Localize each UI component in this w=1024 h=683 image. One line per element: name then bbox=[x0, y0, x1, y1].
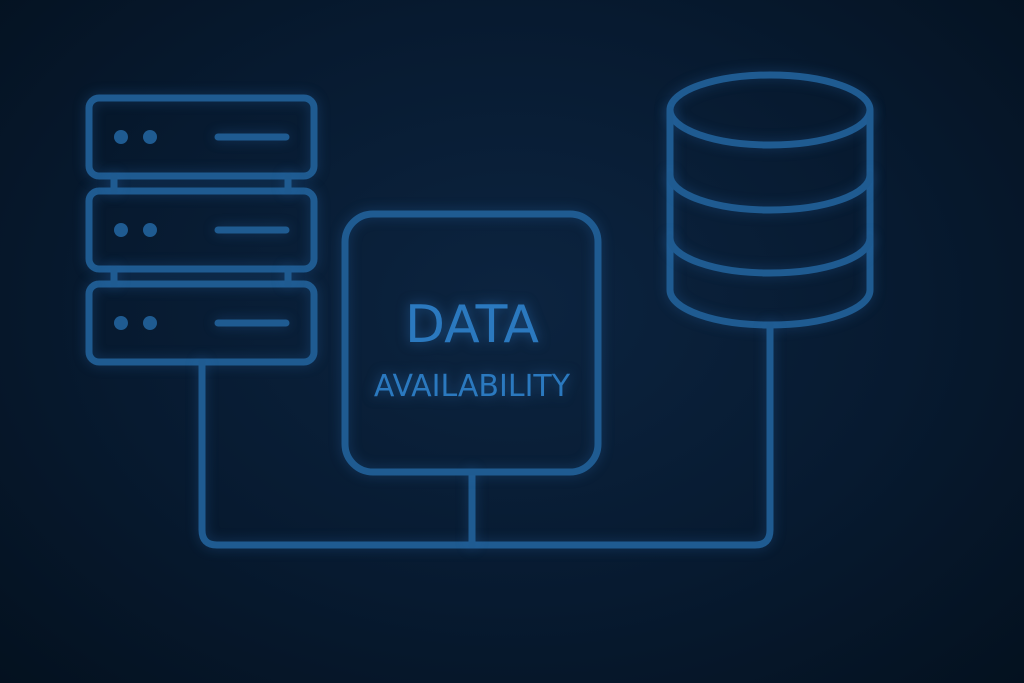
server-rack-icon bbox=[85, 94, 318, 366]
database-icon bbox=[666, 71, 874, 329]
label-availability: AVAILABILITY bbox=[374, 369, 571, 404]
connector-lines bbox=[198, 321, 774, 549]
label-data: DATA bbox=[405, 295, 539, 355]
data-availability-box bbox=[341, 210, 602, 476]
